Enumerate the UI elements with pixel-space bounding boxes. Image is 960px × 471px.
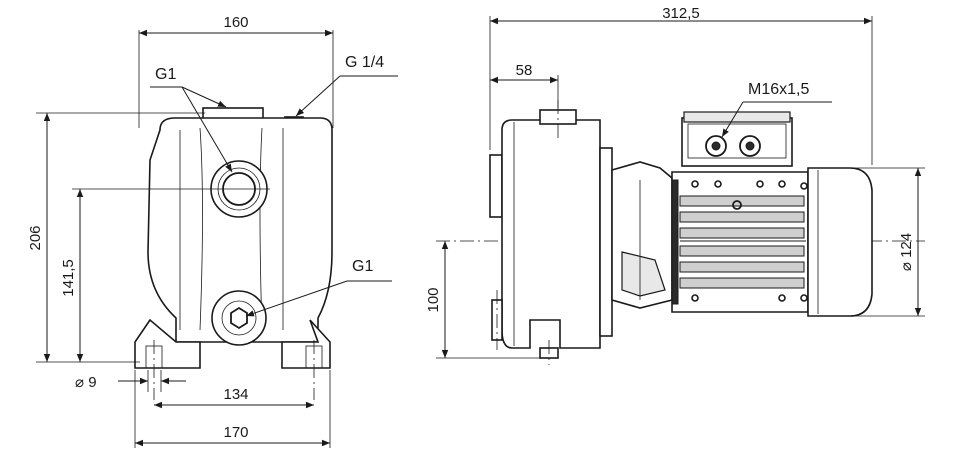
dim-hole-label: ⌀ 9 xyxy=(75,374,97,391)
dim-206: 206 xyxy=(27,112,205,363)
dim-170: 170 xyxy=(134,370,331,448)
dim-58-label: 58 xyxy=(516,62,533,79)
dim-134-label: 134 xyxy=(223,386,248,403)
dim-124: ⌀ 124 xyxy=(850,167,925,317)
side-view: 312,5 58 M16x1,5 100 ⌀ 124 xyxy=(425,5,925,365)
dim-206-label: 206 xyxy=(27,225,44,250)
label-suction: G1 xyxy=(150,66,233,173)
motor-fins xyxy=(679,195,805,289)
dim-312-5-label: 312,5 xyxy=(662,5,700,22)
front-pump-body xyxy=(134,107,333,400)
dim-100-label: 100 xyxy=(425,287,442,312)
label-plug: G 1/4 xyxy=(295,54,398,117)
side-pump-head xyxy=(489,100,673,365)
label-cable-gland-text: M16x1,5 xyxy=(748,81,809,98)
dim-134: 134 xyxy=(154,386,314,409)
dim-170-label: 170 xyxy=(223,424,248,441)
dim-160-label: 160 xyxy=(223,14,248,31)
label-suction-text: G1 xyxy=(155,66,176,83)
label-cable-gland: M16x1,5 xyxy=(721,81,832,138)
label-plug-text: G 1/4 xyxy=(345,54,384,71)
dim-160: 160 xyxy=(138,14,334,128)
dim-100: 100 xyxy=(425,241,545,359)
side-motor xyxy=(671,167,873,317)
dim-312-5: 312,5 xyxy=(489,5,873,165)
label-drain: G1 xyxy=(245,258,392,317)
dim-58: 58 xyxy=(490,62,559,108)
dim-141-5: 141,5 xyxy=(60,188,270,362)
front-view: 160 G1 G 1/4 206 141,5 xyxy=(27,14,398,448)
dim-hole: ⌀ 9 xyxy=(75,370,186,392)
dim-141-5-label: 141,5 xyxy=(60,259,77,297)
label-drain-text: G1 xyxy=(352,258,373,275)
dim-124-label: ⌀ 124 xyxy=(898,233,915,271)
side-terminal-box xyxy=(681,111,793,167)
